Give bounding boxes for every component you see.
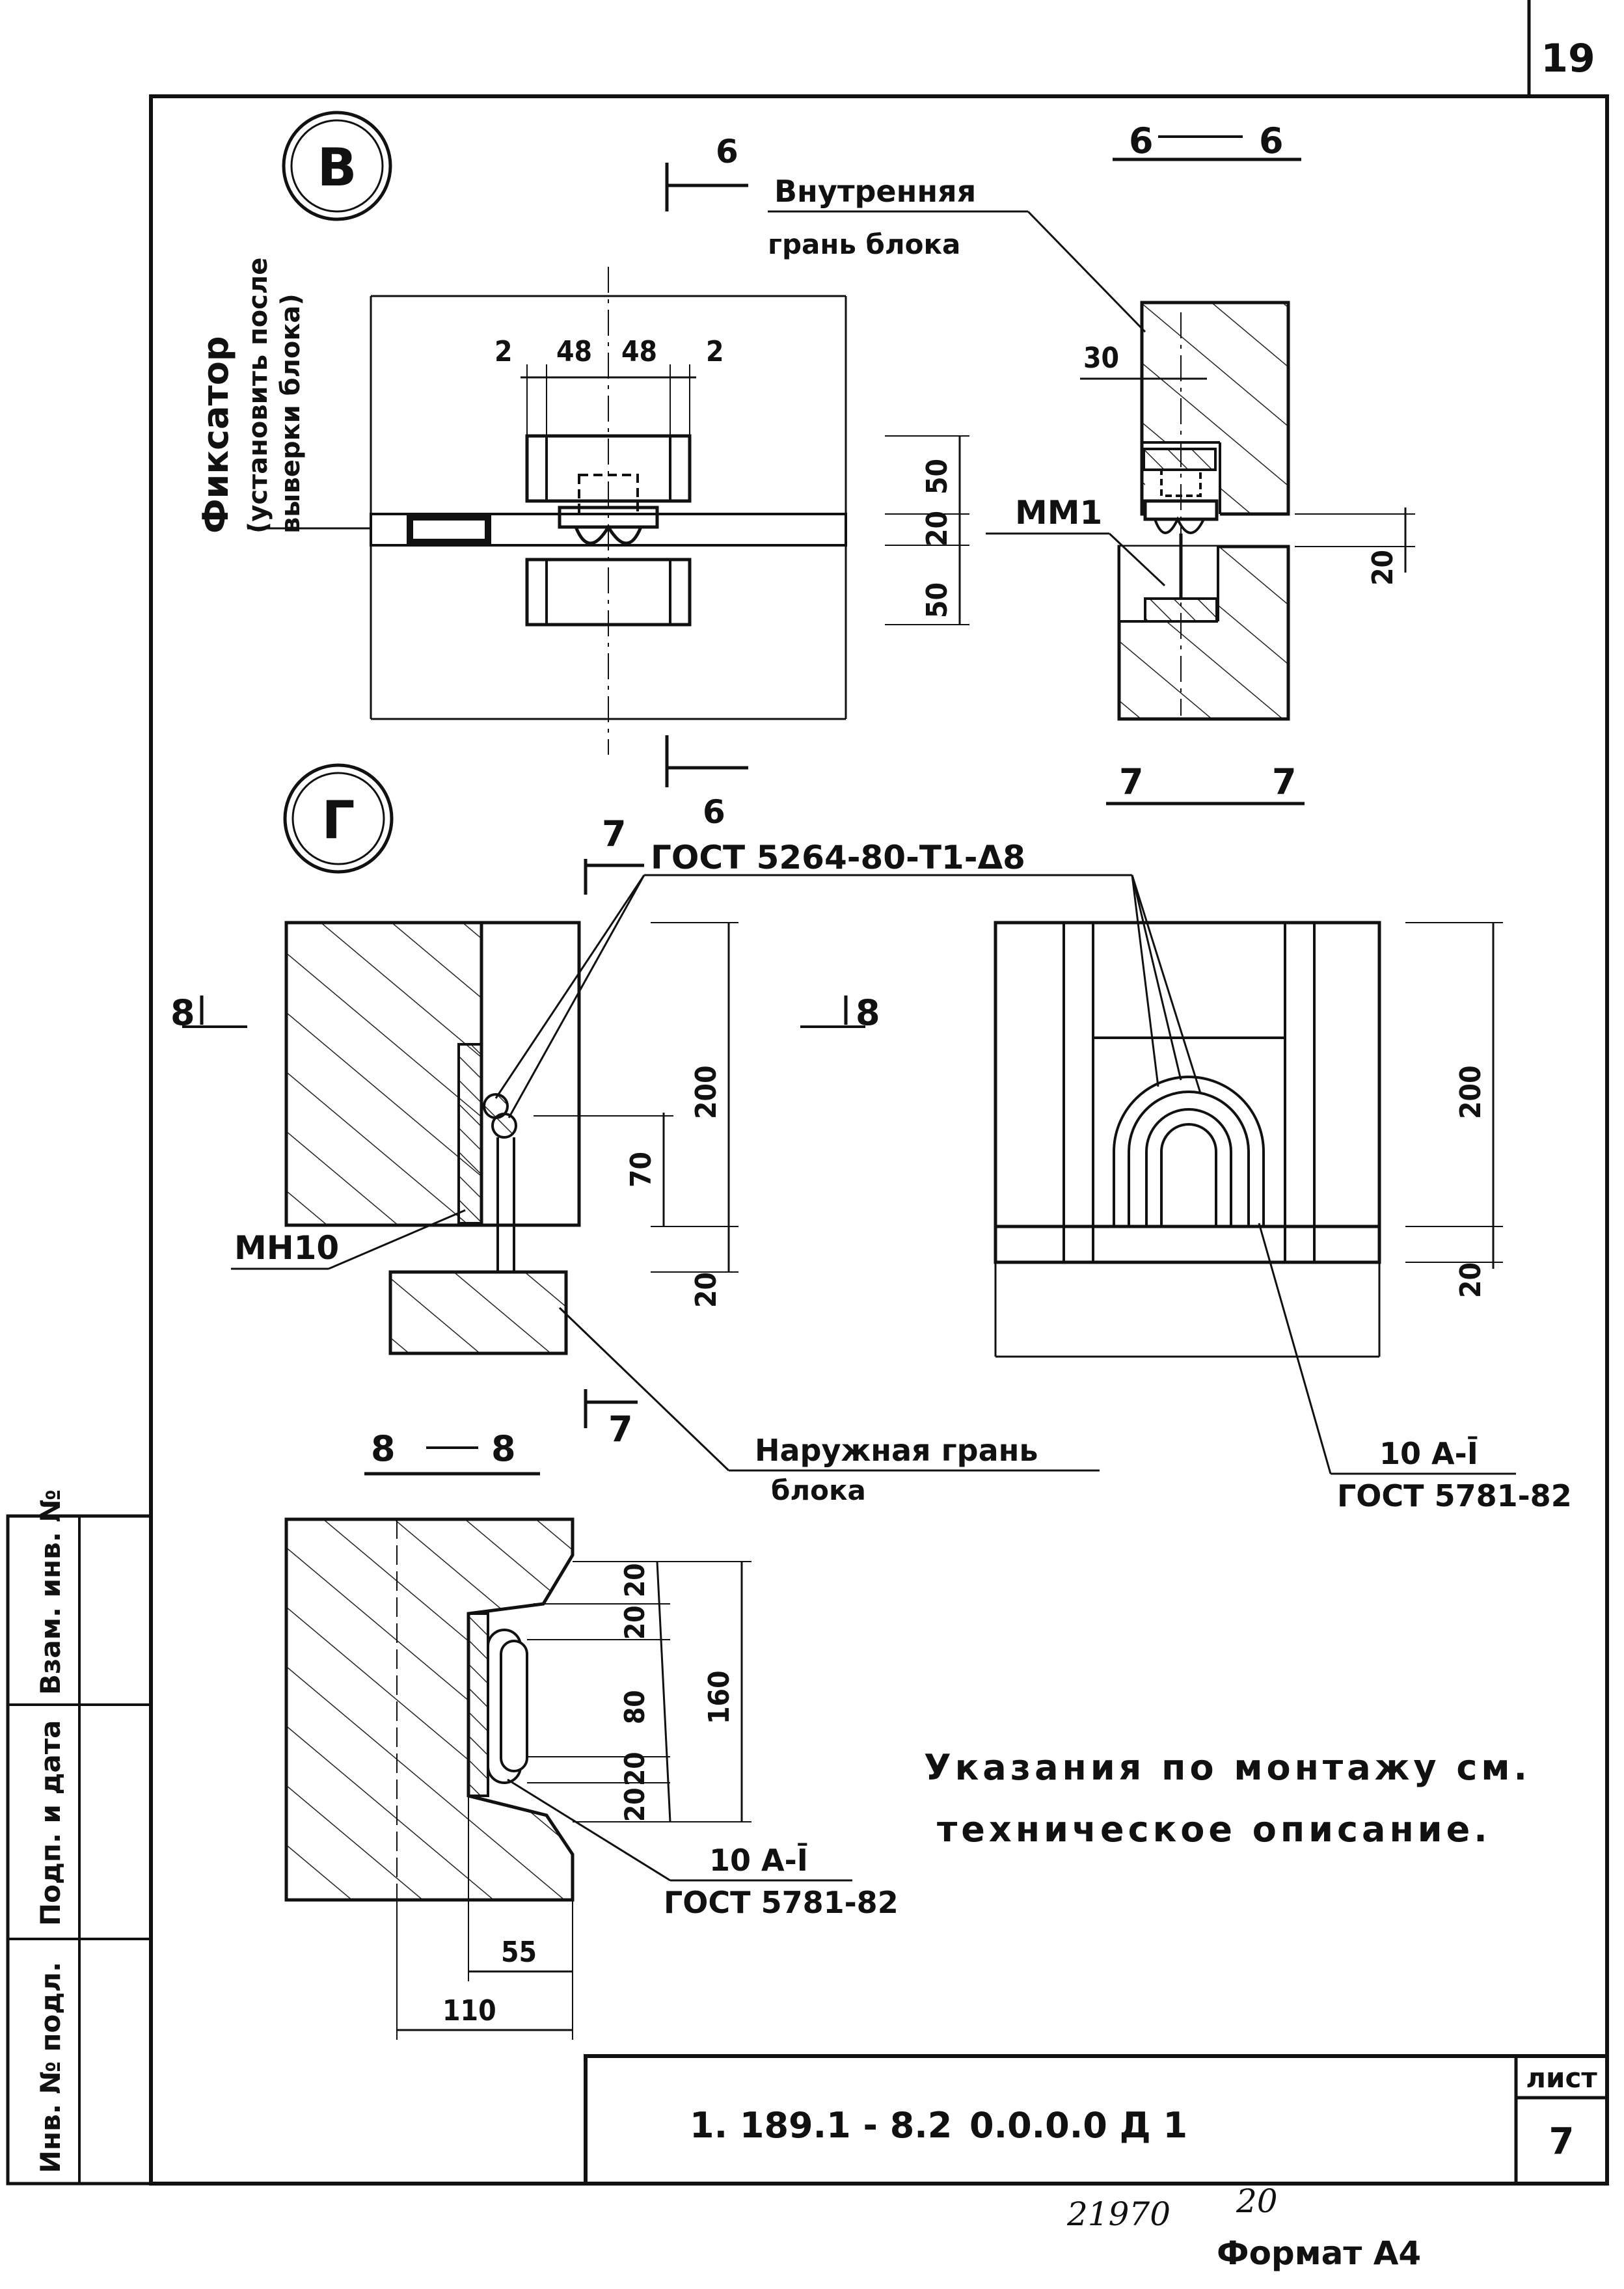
section-7-7 (994, 874, 1516, 1475)
marker-v: В (318, 137, 357, 198)
section-8-8 (284, 1446, 852, 2040)
dim-8-20-d: 20 (619, 1787, 651, 1822)
dim-7-200: 200 (1454, 1065, 1487, 1119)
dim-g-70: 70 (625, 1152, 658, 1187)
dim-8-110: 110 (442, 1994, 496, 2027)
dim-8-20-c: 20 (619, 1752, 651, 1786)
marker-g: Г (322, 790, 355, 850)
note-line-1: Указания по монтажу см. (924, 1747, 1531, 1788)
rebar-label-7: 10 А-Ī (1379, 1436, 1478, 1471)
dim-g-200: 200 (690, 1065, 723, 1119)
section-6-title-left: 6 (1129, 120, 1154, 161)
doc-subcode: 0.0.0.0 Д 1 (969, 2105, 1187, 2146)
dim-8-160: 160 (703, 1670, 736, 1724)
rebar-label-8: 10 А-Ī (709, 1843, 808, 1878)
dim-8-20-b: 20 (619, 1605, 651, 1640)
part-mn10: МН10 (234, 1229, 339, 1267)
section7-bottom-mark: 7 (608, 1409, 633, 1450)
section8-right-mark: 8 (856, 992, 880, 1033)
gost-weld: ГОСТ 5264-80-Т1-Δ8 (651, 839, 1025, 876)
dim-7-20: 20 (1454, 1262, 1487, 1298)
dim-8-55: 55 (501, 1936, 537, 1969)
section-8-title-left: 8 (371, 1428, 396, 1469)
dim-v-20: 20 (921, 511, 954, 547)
note-fixator-3: выверки блока) (276, 293, 306, 534)
section8-left-mark: 8 (170, 992, 195, 1033)
section-6-bottom-label: 6 (703, 793, 725, 831)
side-field-sign: Подп. и дата (34, 1720, 66, 1926)
dim-6-20: 20 (1366, 550, 1400, 586)
outer-face-label-2: блока (771, 1474, 866, 1506)
section-6-6 (768, 135, 1415, 806)
dim-v-2-right: 2 (706, 335, 724, 368)
dim-8-80: 80 (619, 1690, 651, 1724)
dim-6-30: 30 (1083, 342, 1119, 375)
section7-top-mark: 7 (602, 813, 627, 854)
sheet-label: лист (1526, 2062, 1597, 2094)
doc-code: 1. 189.1 - 8.2 (690, 2105, 952, 2146)
note-fixator-1: Фиксатор (195, 336, 236, 534)
format-label: Формат А4 (1217, 2234, 1421, 2272)
view-v (247, 111, 969, 787)
dim-8-20-a: 20 (619, 1563, 651, 1597)
note-fixator-2: (установить после (243, 258, 273, 534)
note-line-2: техническое описание. (937, 1809, 1491, 1850)
stamp-number-2: 20 (1236, 2182, 1278, 2220)
dim-v-2-left: 2 (494, 335, 513, 368)
inner-face-label-1: Внутренняя (774, 174, 976, 209)
dim-v-50-top: 50 (921, 459, 954, 494)
sheet-number: 7 (1549, 2120, 1575, 2163)
side-stamp-labels: Инв. № подл. Подп. и дата Взам. инв. № (34, 1489, 66, 2173)
view-g (182, 763, 1132, 1472)
outer-face-label-1: Наружная грань (755, 1433, 1038, 1468)
dim-g-20: 20 (690, 1272, 723, 1308)
dim-v-48-left: 48 (556, 335, 592, 368)
section-7-title-right: 7 (1272, 761, 1297, 802)
dim-v-50-bottom: 50 (921, 582, 954, 618)
sheet-frame (6, 0, 1609, 2186)
section-7-title-left: 7 (1119, 761, 1144, 802)
rebar-gost-8: ГОСТ 5781-82 (664, 1885, 899, 1920)
dim-v-48-right: 48 (621, 335, 657, 368)
side-field-replace: Взам. инв. № (34, 1489, 66, 1695)
stamp-number: 21970 (1066, 2195, 1171, 2233)
section-6-top-label: 6 (716, 133, 738, 170)
part-mm1: ММ1 (1015, 494, 1102, 532)
section-6-title-right: 6 (1259, 120, 1284, 161)
section-8-title-right: 8 (491, 1428, 516, 1469)
rebar-gost-7: ГОСТ 5781-82 (1337, 1478, 1572, 1513)
side-field-inv: Инв. № подл. (34, 1962, 66, 2173)
inner-face-label-2: грань блока (768, 228, 960, 260)
page-number: 19 (1541, 36, 1595, 81)
